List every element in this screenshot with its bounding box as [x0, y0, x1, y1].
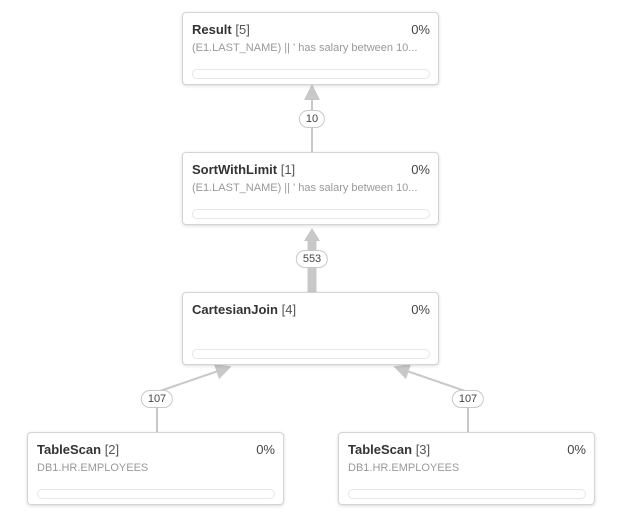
node-percent: 0%: [256, 442, 275, 457]
node-detail: (E1.LAST_NAME) || ' has salary between 1…: [192, 42, 418, 54]
node-percent: 0%: [567, 442, 586, 457]
node-title: SortWithLimit [1]: [192, 162, 296, 177]
node-progress-bar: [192, 69, 430, 79]
node-title: TableScan [3]: [348, 442, 431, 457]
plan-node-sortwithlimit[interactable]: SortWithLimit [1] 0% (E1.LAST_NAME) || '…: [182, 152, 439, 225]
edge-row-count: 107: [451, 390, 485, 408]
node-title: TableScan [2]: [37, 442, 120, 457]
plan-node-tablescan-2[interactable]: TableScan [2] 0% DB1.HR.EMPLOYEES: [27, 432, 284, 505]
node-percent: 0%: [411, 22, 430, 37]
plan-node-result[interactable]: Result [5] 0% (E1.LAST_NAME) || ' has sa…: [182, 12, 439, 85]
node-progress-bar: [348, 489, 586, 499]
node-percent: 0%: [411, 162, 430, 177]
node-detail: (E1.LAST_NAME) || ' has salary between 1…: [192, 182, 418, 194]
edge-row-count: 107: [140, 390, 174, 408]
node-title: Result [5]: [192, 22, 250, 37]
node-progress-bar: [37, 489, 275, 499]
node-detail: DB1.HR.EMPLOYEES: [348, 462, 460, 474]
node-progress-bar: [192, 349, 430, 359]
edge-row-count: 553: [295, 250, 329, 268]
edge-row-count: 10: [298, 110, 326, 128]
node-detail: DB1.HR.EMPLOYEES: [37, 462, 149, 474]
node-title: CartesianJoin [4]: [192, 302, 297, 317]
node-percent: 0%: [411, 302, 430, 317]
plan-node-cartesianjoin[interactable]: CartesianJoin [4] 0%: [182, 292, 439, 365]
plan-node-tablescan-3[interactable]: TableScan [3] 0% DB1.HR.EMPLOYEES: [338, 432, 595, 505]
node-progress-bar: [192, 209, 430, 219]
edge-join-to-sort-arrowhead: [304, 228, 320, 241]
